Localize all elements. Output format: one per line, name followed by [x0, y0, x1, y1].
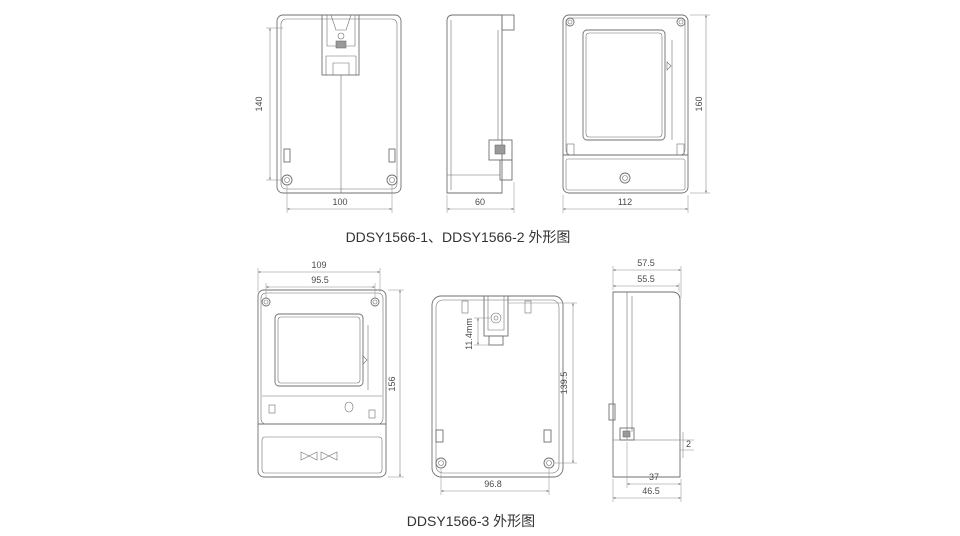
hook-dimension-label: 11.4mm: [464, 318, 474, 350]
screw-hole-right: [543, 457, 555, 469]
bottom-side-view-drawing: 57.5 55.5 2 37 46.5: [608, 258, 694, 502]
inner-depth-dimension-label: 55.5: [637, 274, 655, 284]
mount-bracket: [488, 139, 513, 181]
mount-width-dimension-label: 96.8: [484, 479, 502, 489]
housing-inner-outline: [280, 18, 398, 190]
mount-slot-right: [543, 429, 552, 443]
mounting-hook: [321, 14, 360, 76]
display-window: [274, 313, 364, 387]
terminal-cover: [565, 158, 686, 191]
screw-top-left: [261, 297, 271, 307]
bottom-back-view-drawing: 11.4mm 139.5 96.8: [431, 295, 577, 495]
top-side-view-drawing: 60: [446, 14, 515, 213]
screw-hole-left: [281, 174, 293, 186]
mount-slot-right: [388, 148, 396, 163]
overall-depth-dimension-label: 46.5: [642, 486, 660, 496]
top-tab: [501, 14, 515, 31]
housing-outline: [562, 14, 689, 194]
height-dimension-label: 156: [387, 376, 397, 391]
rear-connector: [608, 403, 616, 421]
top-front-view-drawing: 112 160: [562, 14, 710, 213]
housing-outline: [257, 289, 387, 478]
top-depth-dimension-label: 57.5: [637, 258, 655, 268]
screw-top-right: [370, 297, 380, 307]
top-row-caption: DDSY1566-1、DDSY1566-2 外形图: [346, 229, 571, 245]
screw-hole-right: [386, 174, 398, 186]
terminal-cover: [261, 436, 383, 474]
housing-inner-outline: [260, 292, 384, 425]
mount-height-dimension-label: 139.5: [559, 372, 569, 395]
height-dimension-label: 140: [254, 96, 264, 111]
mount-width-dimension-label: 95.5: [311, 275, 329, 285]
depth-dimension-label: 60: [475, 197, 485, 207]
display-window: [582, 29, 666, 141]
housing-inner-outline: [435, 299, 560, 474]
mount-slot-left: [283, 148, 291, 163]
housing-inner-outline: [565, 17, 686, 156]
pulse-led: [344, 401, 354, 413]
screw-hole-left: [435, 457, 447, 469]
mounting-hook: [483, 295, 509, 346]
bottom-front-view-drawing: 109 95.5 156: [257, 260, 404, 478]
housing-outline: [612, 291, 681, 478]
mount-slot-left: [435, 429, 444, 443]
top-back-view-drawing: 140 100: [254, 14, 402, 213]
offset-dimension-label: 2: [686, 439, 691, 449]
screw-top-left: [565, 17, 575, 27]
housing-outline: [446, 14, 503, 194]
base-depth-dimension-label: 37: [649, 472, 659, 482]
height-dimension-label: 160: [694, 96, 704, 111]
width-dimension-label: 112: [618, 197, 632, 207]
terminal-connector-symbols: [300, 451, 338, 461]
screw-top-right: [676, 17, 686, 27]
bottom-row-caption: DDSY1566-3 外形图: [407, 513, 535, 529]
seal-screw: [619, 172, 631, 184]
overall-width-dimension-label: 109: [311, 260, 326, 270]
indicator-arrow: [362, 355, 368, 365]
width-dimension-label: 100: [332, 197, 347, 207]
mount-bracket: [619, 427, 635, 441]
indicator-arrow: [666, 61, 672, 71]
housing-outline: [431, 295, 564, 478]
